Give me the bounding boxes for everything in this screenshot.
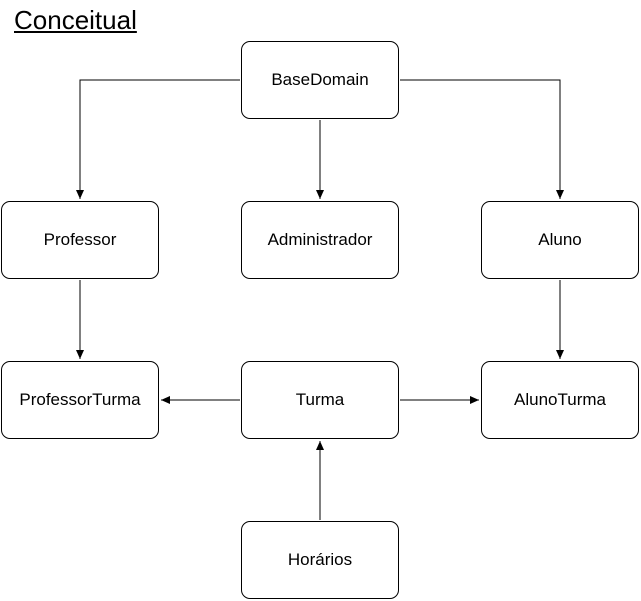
node-aluno[interactable]: Aluno — [481, 201, 639, 279]
node-administrador-label: Administrador — [267, 230, 373, 249]
node-administrador[interactable]: Administrador — [241, 201, 399, 279]
edge-basedomain-aluno — [400, 79, 564, 199]
node-turma-label: Turma — [295, 390, 345, 409]
node-turma[interactable]: Turma — [241, 361, 399, 439]
node-basedomain-label: BaseDomain — [271, 70, 369, 89]
diagram-title: Conceitual — [14, 5, 137, 35]
edge-basedomain-professor — [76, 79, 240, 199]
node-alunoturma[interactable]: AlunoTurma — [481, 361, 639, 439]
node-professor-label: Professor — [43, 230, 117, 249]
node-professor[interactable]: Professor — [1, 201, 159, 279]
node-professorturma[interactable]: ProfessorTurma — [1, 361, 159, 439]
node-professorturma-label: ProfessorTurma — [19, 390, 141, 409]
node-basedomain[interactable]: BaseDomain — [241, 41, 399, 119]
node-alunoturma-label: AlunoTurma — [514, 390, 606, 409]
node-horarios[interactable]: Horários — [241, 521, 399, 599]
node-horarios-label: Horários — [287, 550, 353, 569]
node-aluno-label: Aluno — [538, 230, 582, 249]
